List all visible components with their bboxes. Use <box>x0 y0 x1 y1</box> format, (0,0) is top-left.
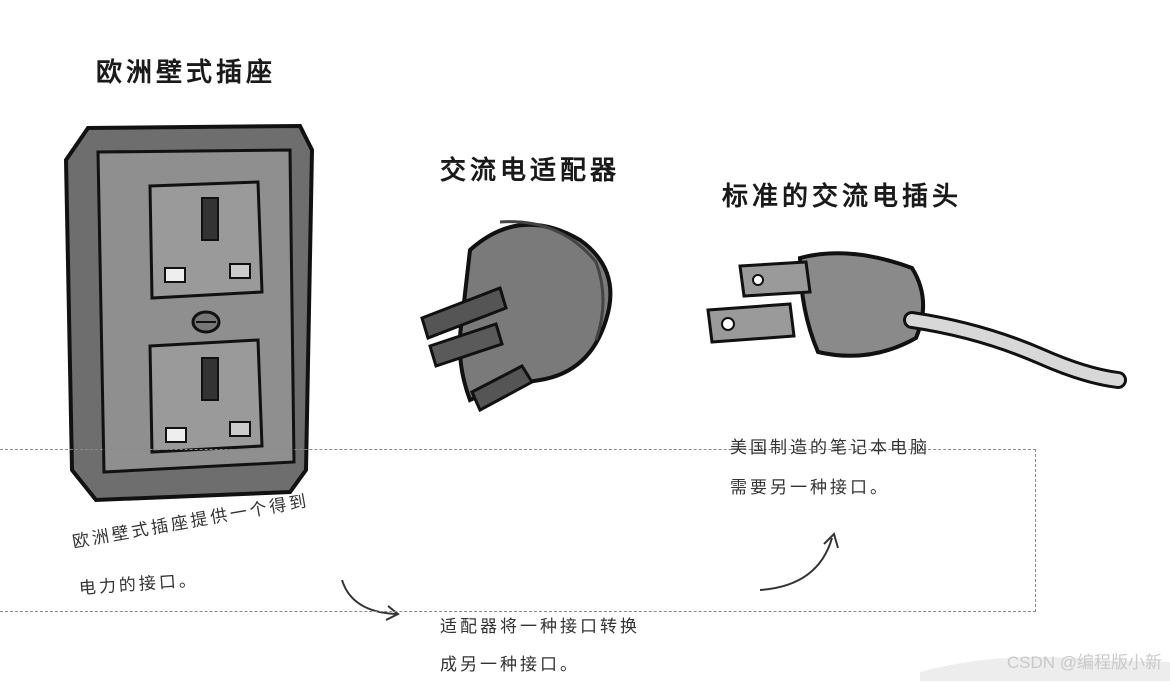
plug-title: 标准的交流电插头 <box>722 182 963 212</box>
laptop-note-line2: 需要另一种接口。 <box>730 478 890 498</box>
adapter-icon <box>420 220 613 413</box>
plug-icon <box>706 251 1127 389</box>
laptop-note-line1: 美国制造的笔记本电脑 <box>730 438 930 458</box>
adapter-title: 交流电适配器 <box>440 156 621 186</box>
wall-socket-icon <box>63 123 315 503</box>
socket-title: 欧洲壁式插座 <box>96 58 277 88</box>
adapter-note-line2: 成另一种接口。 <box>440 655 580 675</box>
watermark-shape <box>920 656 1170 681</box>
arrow-icon <box>341 579 400 621</box>
watermark: CSDN @编程版小新 <box>1006 653 1162 672</box>
arrow-icon <box>759 532 839 591</box>
dashed-frame <box>0 449 1036 612</box>
adapter-note: 适配器将一种接口转换 成另一种接口。 <box>440 608 640 684</box>
laptop-note: 美国制造的笔记本电脑 需要另一种接口。 <box>730 428 930 508</box>
adapter-note-line1: 适配器将一种接口转换 <box>440 617 640 637</box>
